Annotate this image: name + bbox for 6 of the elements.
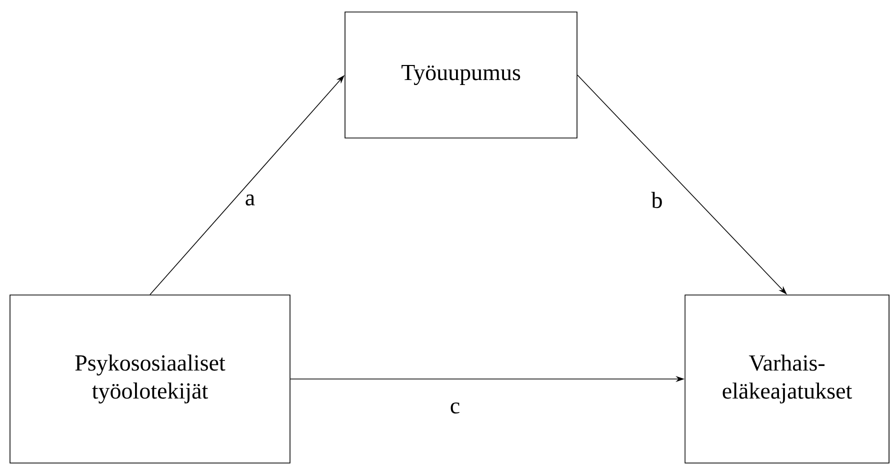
text-box: Varhais- eläkeajatukset [684,294,890,464]
edge-label: b [651,192,662,208]
edge-label: c [450,402,460,414]
edge-label: a [246,194,255,206]
text-box: Psykososiaaliset työolotekijät [10,294,290,464]
text-box: Työuupumus [344,12,578,138]
